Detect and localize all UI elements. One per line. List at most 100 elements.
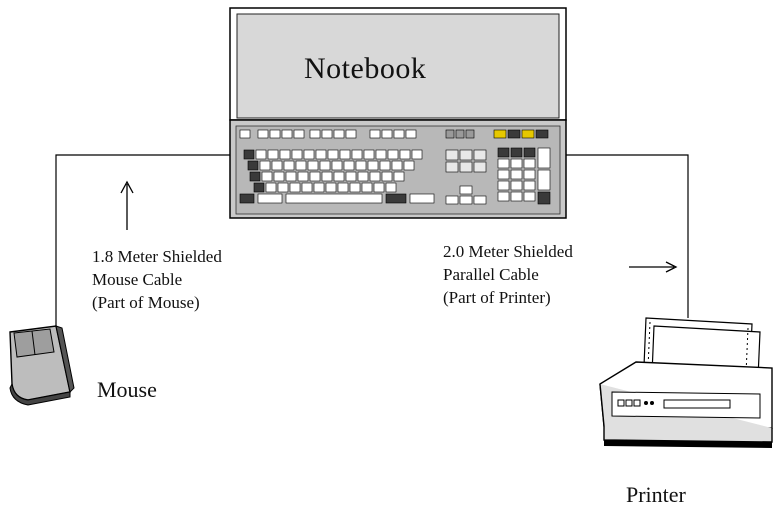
key [459, 149, 473, 161]
key [411, 149, 423, 160]
key [303, 149, 315, 160]
key [369, 129, 381, 139]
key [279, 149, 291, 160]
function-key-row [239, 129, 549, 139]
key [333, 129, 345, 139]
key [257, 129, 269, 139]
key [521, 129, 535, 139]
key [273, 171, 285, 182]
key [345, 171, 357, 182]
key [387, 149, 399, 160]
key [381, 171, 393, 182]
key [459, 185, 473, 195]
key [291, 149, 303, 160]
key [375, 149, 387, 160]
key [269, 129, 281, 139]
key [385, 193, 407, 204]
mouse-cable-label-line: Mouse Cable [92, 270, 183, 289]
key [261, 171, 273, 182]
key [393, 129, 405, 139]
key [473, 195, 487, 205]
key [297, 171, 309, 182]
key [249, 171, 261, 182]
key [283, 160, 295, 171]
key [319, 160, 331, 171]
key [277, 182, 289, 193]
key [393, 171, 405, 182]
printer-cable-label-line: Parallel Cable [443, 265, 539, 284]
key [523, 191, 536, 202]
key [405, 129, 417, 139]
key [369, 171, 381, 182]
key [507, 129, 521, 139]
key [367, 160, 379, 171]
key [309, 129, 321, 139]
key [535, 129, 549, 139]
navigation-key-block [445, 149, 487, 205]
key [409, 193, 435, 204]
key [445, 161, 459, 173]
mouse-cable-label: 1.8 Meter Shielded Mouse Cable (Part of … [92, 245, 222, 314]
key [281, 129, 293, 139]
key [295, 160, 307, 171]
key [339, 149, 351, 160]
key [510, 180, 523, 191]
mouse-cable-line [55, 154, 230, 328]
key [497, 169, 510, 180]
key [465, 129, 475, 139]
key [243, 149, 255, 160]
key [321, 171, 333, 182]
numeric-keypad [497, 147, 551, 205]
key [343, 160, 355, 171]
key [285, 193, 383, 204]
notebook-screen [236, 13, 560, 119]
key [253, 182, 265, 193]
key [385, 182, 397, 193]
key [357, 171, 369, 182]
notebook-label: Notebook [304, 52, 427, 85]
main-key-block [239, 149, 435, 204]
key [315, 149, 327, 160]
key [309, 171, 321, 182]
key [285, 171, 297, 182]
key [459, 161, 473, 173]
printer-cable-label: 2.0 Meter Shielded Parallel Cable (Part … [443, 240, 573, 309]
key [239, 193, 255, 204]
key [271, 160, 283, 171]
key [523, 158, 536, 169]
key [473, 161, 487, 173]
key [313, 182, 325, 193]
key [510, 169, 523, 180]
key [497, 180, 510, 191]
key [455, 129, 465, 139]
key [459, 195, 473, 205]
mouse-cable-label-line: (Part of Mouse) [92, 293, 200, 312]
key [510, 147, 523, 158]
key [523, 169, 536, 180]
key [257, 193, 283, 204]
mouse-cable-arrow [120, 180, 134, 230]
key [537, 191, 551, 205]
key [327, 149, 339, 160]
key [355, 160, 367, 171]
key [381, 129, 393, 139]
key [523, 147, 536, 158]
key [399, 149, 411, 160]
key [247, 160, 259, 171]
key [321, 129, 333, 139]
key [255, 149, 267, 160]
printer-cable-arrow [629, 261, 678, 273]
notebook [229, 7, 567, 219]
key [331, 160, 343, 171]
key [373, 182, 385, 193]
key [301, 182, 313, 193]
key [337, 182, 349, 193]
key [473, 149, 487, 161]
key [445, 149, 459, 161]
key [293, 129, 305, 139]
key [510, 158, 523, 169]
key [493, 129, 507, 139]
printer-label: Printer [626, 482, 686, 507]
key [497, 147, 510, 158]
